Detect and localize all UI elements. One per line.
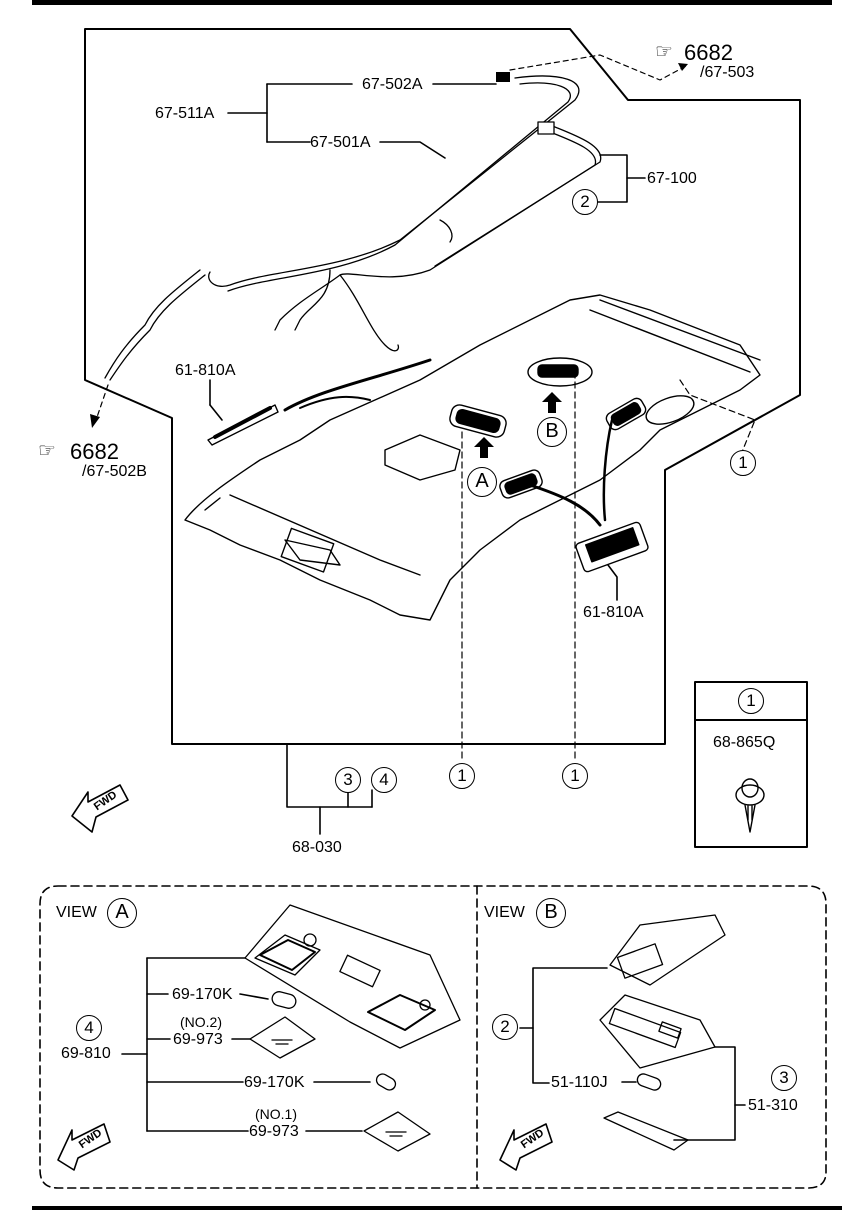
callout-4-headliner: 4 <box>371 767 397 793</box>
headliner-lamp-openings <box>449 357 695 499</box>
pointing-hand-icon: ☞ <box>655 41 673 63</box>
fwd-arrow-view-a <box>57 1123 111 1171</box>
view-a-note-no2: (NO.2) <box>180 1014 222 1030</box>
ref-sub-left[interactable]: /67-502B <box>82 463 147 480</box>
view-marker-a: A <box>467 467 497 497</box>
headliner-panel <box>184 294 761 621</box>
ref-sub-top[interactable]: /67-503 <box>700 64 755 81</box>
view-b-title: VIEW <box>484 904 525 921</box>
map-lamp-left-artwork <box>207 358 432 446</box>
view-a-part-69-170k-1: 69-170K <box>172 986 233 1003</box>
view-b-part-51-310: 51-310 <box>748 1097 798 1114</box>
view-a-part-69-973-no1: 69-973 <box>249 1123 299 1140</box>
view-b-arrow <box>542 392 562 413</box>
bracket-68-030 <box>286 743 373 808</box>
view-b-callout-2: 2 <box>492 1014 518 1040</box>
view-b-callout-3: 3 <box>771 1065 797 1091</box>
label-61-810a-right: 61-810A <box>583 604 644 621</box>
view-b-leaders <box>519 967 746 1141</box>
view-b-bulb <box>636 1073 662 1091</box>
fwd-arrow-view-b <box>499 1123 553 1171</box>
pointing-hand-icon: ☞ <box>38 440 56 462</box>
view-a-note-no1: (NO.1) <box>255 1106 297 1122</box>
label-67-511a: 67-511A <box>155 105 215 122</box>
callout-1-right: 1 <box>730 450 756 476</box>
clip-68-865q-artwork <box>735 778 765 833</box>
ref-page-left[interactable]: 6682 <box>70 439 119 464</box>
view-a-callout-4: 4 <box>76 1015 102 1041</box>
ref-leader-left <box>95 384 109 421</box>
fwd-arrow-main <box>71 784 129 833</box>
view-a-lens-no1 <box>363 1111 431 1152</box>
label-68-030: 68-030 <box>292 839 342 856</box>
view-a-part-69-810: 69-810 <box>61 1045 111 1062</box>
main-outline <box>84 28 801 745</box>
callout-2-harness: 2 <box>572 189 598 215</box>
leader-67-501a <box>379 141 446 159</box>
connector-67-100 <box>537 121 555 135</box>
callout-3-headliner: 3 <box>335 767 361 793</box>
legend-callout-1: 1 <box>738 688 764 714</box>
ref-page-top[interactable]: 6682 <box>684 40 733 65</box>
bracket-67-100 <box>597 154 628 203</box>
view-a-leaders <box>121 957 371 1132</box>
callout-1-a: 1 <box>449 763 475 789</box>
view-a-marker: A <box>107 898 137 928</box>
view-b-part-51-110j: 51-110J <box>551 1074 608 1091</box>
label-67-502a: 67-502A <box>362 76 423 93</box>
harness-branch-left <box>109 274 206 381</box>
view-a-bulb-2 <box>375 1073 397 1091</box>
label-67-501a: 67-501A <box>310 134 371 151</box>
top-rule <box>32 0 832 5</box>
map-lamp-right-artwork <box>528 418 649 573</box>
view-a-arrow <box>474 437 494 458</box>
view-a-title: VIEW <box>56 904 97 921</box>
clip-leader-right <box>679 379 756 453</box>
view-a-lamp-artwork <box>244 904 461 1049</box>
view-b-lamp-artwork <box>599 914 726 1151</box>
callout-1-b: 1 <box>562 763 588 789</box>
view-a-part-69-170k-2: 69-170K <box>244 1074 305 1091</box>
harness-67-501a <box>208 75 580 292</box>
bottom-rule <box>32 1206 842 1210</box>
view-marker-b: B <box>537 417 567 447</box>
label-67-100: 67-100 <box>647 170 697 187</box>
views-dashed-border <box>39 885 827 1189</box>
connector-67-502a <box>496 72 510 82</box>
view-b-marker: B <box>536 898 566 928</box>
leader-61-810a-right <box>607 564 618 601</box>
ref-leader-top <box>509 54 687 81</box>
view-a-bulb-1 <box>271 991 297 1009</box>
harness-67-100 <box>274 124 602 352</box>
view-a-part-69-973-no2: 69-973 <box>173 1031 223 1048</box>
label-61-810a-left: 61-810A <box>175 362 236 379</box>
view-a-lens-no2 <box>249 1016 316 1059</box>
legend-part-68-865q: 68-865Q <box>713 734 776 751</box>
